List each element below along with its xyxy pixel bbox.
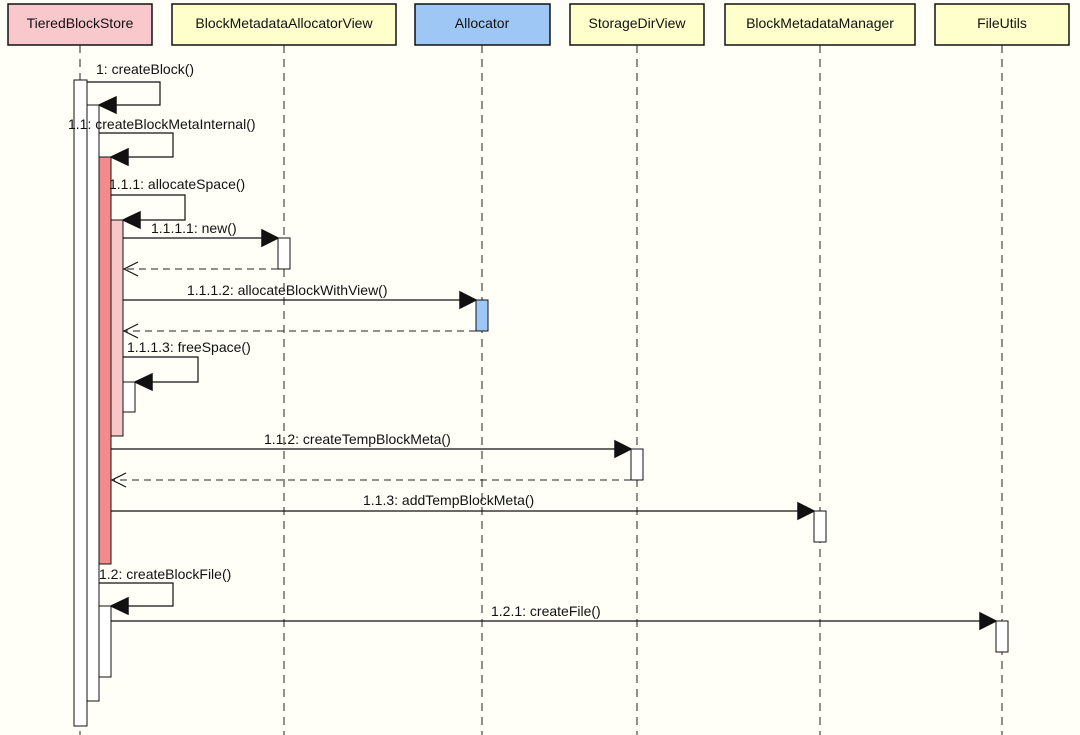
participant-label: TieredBlockStore — [27, 15, 134, 31]
participant-storagedirview: StorageDirView — [569, 3, 705, 46]
participant-allocator: Allocator — [414, 3, 551, 46]
participant-blockmetadatamanager: BlockMetadataManager — [724, 3, 916, 46]
activation-bar-allocate — [110, 219, 124, 437]
arrow-head — [97, 95, 117, 115]
message-create-temp-block-meta: 1.1.2: createTempBlockMeta() — [111, 431, 633, 459]
return-create-temp-block-meta — [110, 472, 631, 488]
activation-bar-createfile — [98, 605, 112, 678]
arrow-head — [133, 372, 153, 392]
participant-fileutils: FileUtils — [934, 3, 1070, 46]
participant-box — [171, 3, 397, 46]
arrow-head — [121, 210, 141, 230]
arrow-head — [614, 439, 633, 459]
return-arrow-head — [110, 472, 127, 488]
arrow-head — [459, 290, 478, 310]
participant-label: BlockMetadataAllocatorView — [195, 15, 373, 31]
activation-bar-view — [277, 237, 291, 270]
message-label: 1.1.2: createTempBlockMeta() — [264, 431, 451, 447]
message-free-space: 1.1.1.3: freeSpace() — [123, 339, 251, 392]
message-label: 1.1.3: addTempBlockMeta() — [363, 492, 534, 508]
arrow-head — [261, 228, 280, 248]
participant-label: FileUtils — [977, 15, 1027, 31]
activation-bar-metadatamanager — [813, 510, 827, 543]
activation-bar-freespace — [122, 381, 136, 413]
message-label: 1.1.1.3: freeSpace() — [127, 339, 251, 355]
arrow-head — [797, 501, 816, 521]
message-label: 1.2: createBlockFile() — [99, 566, 231, 582]
arrow-head — [109, 596, 129, 616]
activation-bar — [73, 79, 88, 727]
message-label: 1.1: createBlockMetaInternal() — [68, 116, 256, 132]
activation-bar-internal — [98, 156, 112, 565]
message-create-file: 1.2.1: createFile() — [111, 603, 998, 631]
activation-bar-allocator — [475, 299, 489, 332]
message-new: 1.1.1.1: new() — [123, 220, 280, 248]
message-label: 1: createBlock() — [96, 61, 194, 77]
participant-tieredblockstore: TieredBlockStore — [7, 3, 153, 46]
return-arrow-head — [122, 323, 139, 339]
participant-label: BlockMetadataManager — [746, 15, 894, 31]
return-arrow-head — [122, 261, 139, 277]
message-create-block-file: 1.2: createBlockFile() — [99, 566, 231, 616]
message-create-block: 1: createBlock() — [87, 61, 194, 115]
message-label: 1.2.1: createFile() — [491, 603, 601, 619]
participant-label: StorageDirView — [588, 15, 686, 31]
return-new — [122, 261, 278, 277]
activation-bar — [86, 104, 100, 702]
message-allocate-space: 1.1.1: allocateSpace() — [109, 176, 245, 230]
activation-bar-fileutils — [995, 620, 1009, 653]
participant-box — [7, 3, 153, 46]
arrow-head — [109, 147, 129, 167]
participant-box — [934, 3, 1070, 46]
message-label: 1.1.1.1: new() — [151, 220, 237, 236]
message-allocate-block-with-view: 1.1.1.2: allocateBlockWithView() — [123, 282, 478, 310]
participant-blockmetadataallocatorview: BlockMetadataAllocatorView — [171, 3, 397, 46]
participant-label: Allocator — [455, 15, 510, 31]
participant-box — [569, 3, 705, 46]
return-allocate-block-with-view — [122, 323, 476, 339]
message-label: 1.1.1.2: allocateBlockWithView() — [187, 282, 388, 298]
arrow-head — [979, 611, 998, 631]
message-create-block-meta-internal: 1.1: createBlockMetaInternal() — [68, 116, 256, 167]
activation-bar-storagedir — [630, 448, 644, 481]
message-label: 1.1.1: allocateSpace() — [109, 176, 245, 192]
message-add-temp-block-meta: 1.1.3: addTempBlockMeta() — [111, 492, 816, 521]
